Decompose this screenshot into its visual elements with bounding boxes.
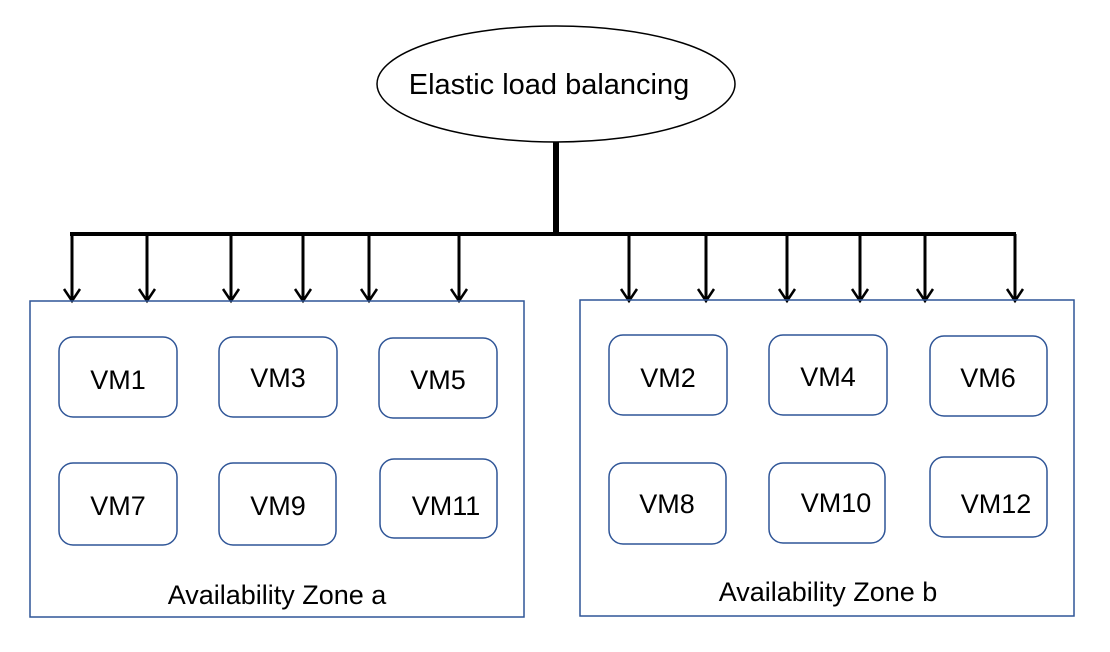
vm-label: VM4 xyxy=(800,362,856,392)
vm-label: VM7 xyxy=(90,491,146,521)
arrowhead xyxy=(1005,288,1025,304)
vm-box: VM9 xyxy=(218,462,337,546)
zone-a-box xyxy=(29,300,525,618)
availability-zone-b: VM2 VM4 VM6 VM8 VM10 VM12 Availability Z… xyxy=(579,299,1075,617)
vm-label: VM11 xyxy=(412,491,481,521)
zone-a-label: Availability Zone a xyxy=(168,580,388,610)
arrowhead xyxy=(777,288,797,304)
vm-box: VM12 xyxy=(929,456,1048,538)
vm-box: VM4 xyxy=(768,334,888,416)
vm-label: VM9 xyxy=(250,491,306,521)
vm-label: VM1 xyxy=(90,365,146,395)
zone-b-box xyxy=(579,299,1075,617)
load-balancer-node: Elastic load balancing xyxy=(376,25,736,143)
vm-label: VM5 xyxy=(410,365,466,395)
vm-box: VM5 xyxy=(378,337,498,419)
arrowhead xyxy=(915,288,935,304)
vm-label: VM3 xyxy=(250,363,306,393)
arrowhead xyxy=(850,288,870,304)
vm-label: VM2 xyxy=(640,363,696,393)
vm-label: VM8 xyxy=(639,489,695,519)
vm-box: VM10 xyxy=(768,462,886,544)
vm-box: VM11 xyxy=(379,458,498,539)
vm-box: VM1 xyxy=(58,336,178,418)
load-balancer-label: Elastic load balancing xyxy=(409,69,690,101)
vm-box: VM2 xyxy=(608,334,728,416)
vm-box: VM3 xyxy=(218,336,338,418)
distribution-arrows xyxy=(62,234,1025,304)
arrowhead xyxy=(619,288,639,304)
connector-lines xyxy=(70,142,1016,236)
vm-label: VM10 xyxy=(801,488,872,518)
vm-label: VM6 xyxy=(960,363,1016,393)
vm-box: VM7 xyxy=(58,462,178,546)
vm-label: VM12 xyxy=(961,489,1032,519)
vm-box: VM8 xyxy=(608,462,727,545)
vm-box: VM6 xyxy=(929,335,1048,417)
zone-b-label: Availability Zone b xyxy=(719,577,938,607)
availability-zone-a: VM1 VM3 VM5 VM7 VM9 VM11 Availability Zo… xyxy=(29,300,525,618)
arrowhead xyxy=(696,288,716,304)
